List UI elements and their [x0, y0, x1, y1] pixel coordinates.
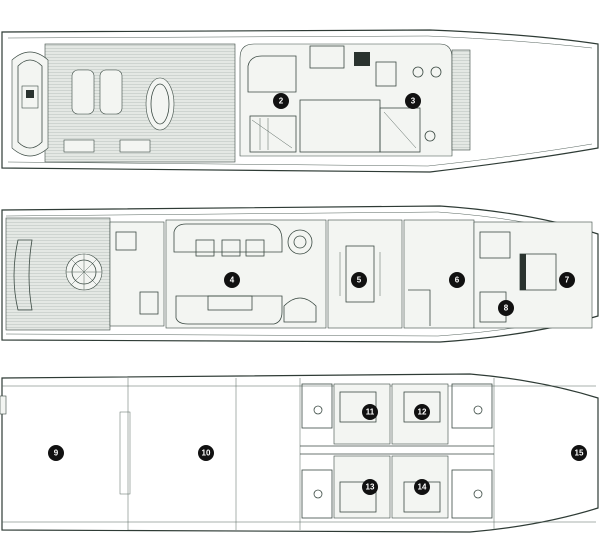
marker-label: 2 [279, 97, 284, 106]
marker-14: 14 [414, 479, 430, 495]
tender-boat [11, 51, 49, 157]
sun-lounger [71, 69, 95, 115]
marker-label: 11 [366, 408, 375, 417]
marker-10: 10 [198, 445, 214, 461]
marker-11: 11 [362, 404, 378, 420]
main-deck-hull [1, 205, 599, 343]
marker-label: 8 [504, 304, 509, 313]
marker-9: 9 [48, 445, 64, 461]
dining-room [327, 219, 403, 329]
marker-label: 7 [565, 276, 570, 285]
marker-5: 5 [351, 272, 367, 288]
marker-label: 6 [455, 276, 460, 285]
marker-15: 15 [571, 445, 587, 461]
dining-table [345, 245, 375, 303]
marker-label: 3 [411, 97, 416, 106]
main-deck [1, 205, 599, 343]
lower-deck [0, 373, 599, 533]
marker-8: 8 [498, 300, 514, 316]
guest-cabin [333, 455, 391, 519]
guest-cabin [333, 383, 391, 445]
deck-table [145, 77, 175, 131]
marker-label: 12 [418, 408, 427, 417]
marker-label: 14 [418, 483, 427, 492]
marker-2: 2 [273, 93, 289, 109]
marker-6: 6 [449, 272, 465, 288]
marker-12: 12 [414, 404, 430, 420]
marker-13: 13 [362, 479, 378, 495]
bench [63, 139, 95, 153]
sun-deck-hull [1, 29, 599, 173]
marker-4: 4 [224, 272, 240, 288]
bench [119, 139, 151, 153]
marker-3: 3 [405, 93, 421, 109]
marker-label: 4 [230, 276, 235, 285]
marker-label: 9 [54, 449, 59, 458]
marker-label: 15 [575, 449, 584, 458]
sun-deck [1, 29, 599, 173]
galley [403, 219, 475, 329]
marker-label: 5 [357, 276, 362, 285]
marker-label: 10 [202, 449, 211, 458]
marker-label: 13 [366, 483, 375, 492]
sun-lounger [99, 69, 123, 115]
marker-7: 7 [559, 272, 575, 288]
master-cabin [473, 221, 593, 329]
lower-deck-hull [1, 373, 599, 533]
